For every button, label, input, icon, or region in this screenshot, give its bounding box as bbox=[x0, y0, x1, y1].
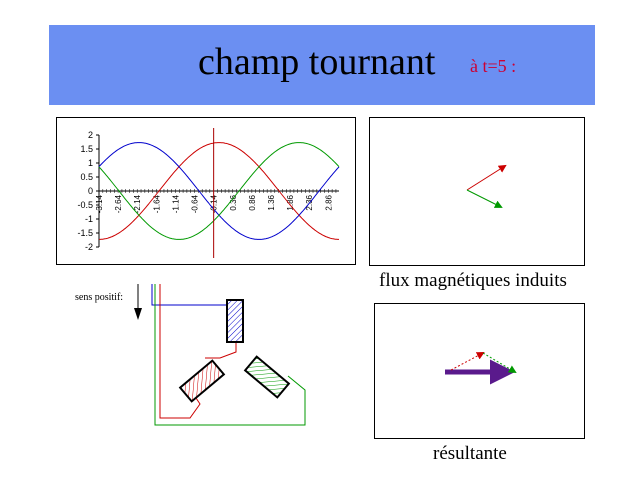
resultant-component-red bbox=[450, 352, 485, 371]
x-tick-label: -3.14 bbox=[95, 194, 104, 213]
time-label: à t=5 : bbox=[470, 56, 517, 76]
resultant-vectors bbox=[445, 352, 517, 385]
resultant-panel bbox=[374, 303, 585, 439]
y-tick-label: 1 bbox=[88, 158, 93, 168]
wire-link bbox=[205, 342, 237, 359]
y-tick-label: -0.5 bbox=[77, 200, 93, 210]
phase-graph-panel: 2 1.5 1 0.5 0 -0.5 -1 -1.5 -2 -3.14 -2.64 -2.14 -1.6… bbox=[56, 117, 356, 265]
x-tick-label: 1.36 bbox=[267, 194, 276, 210]
x-tick-label: -2.14 bbox=[133, 194, 142, 213]
coil-phase-1 bbox=[178, 359, 226, 403]
x-tick-label: -1.64 bbox=[152, 194, 161, 213]
positive-direction-label: sens positif: bbox=[75, 292, 124, 303]
x-tick-label: -1.14 bbox=[171, 194, 180, 213]
y-tick-label: -2 bbox=[85, 242, 93, 252]
series-line-3 bbox=[98, 142, 340, 240]
x-tick-label: 1.86 bbox=[286, 194, 295, 210]
resultant-component-green bbox=[482, 352, 517, 374]
x-tick-label: 0.36 bbox=[229, 194, 238, 210]
x-tick-label: 0.86 bbox=[248, 194, 257, 210]
resultant-caption: résultante bbox=[433, 443, 507, 464]
y-tick-label: -1 bbox=[85, 214, 93, 224]
flux-vector-phase-1 bbox=[466, 164, 507, 191]
flux-caption: flux magnétiques induits bbox=[379, 270, 567, 291]
wire-phase-1 bbox=[159, 284, 201, 419]
title-banner bbox=[49, 25, 595, 105]
y-tick-label: 0 bbox=[88, 186, 93, 196]
y-tick-label: 1.5 bbox=[80, 144, 93, 154]
coil-phase-2 bbox=[226, 299, 244, 343]
wire-phase-2 bbox=[151, 284, 228, 306]
x-tick-label: -2.64 bbox=[114, 194, 123, 213]
y-tick-label: 2 bbox=[88, 130, 93, 140]
flux-vectors bbox=[466, 164, 507, 208]
x-tick-label: -0.64 bbox=[191, 194, 200, 213]
coil-diagram bbox=[134, 284, 306, 426]
flux-vectors-panel bbox=[369, 117, 585, 266]
phase-chart: 2 1.5 1 0.5 0 -0.5 -1 -1.5 -2 -3.14 -2.64 -2.14 -1.6… bbox=[77, 128, 340, 258]
direction-arrowhead bbox=[134, 308, 142, 320]
coil-phase-3 bbox=[243, 355, 291, 399]
wire-phase-3 bbox=[154, 284, 306, 426]
y-tick-label: -1.5 bbox=[77, 228, 93, 238]
y-tick-label: 0.5 bbox=[80, 172, 93, 182]
flux-vector-phase-3 bbox=[466, 189, 503, 208]
page-title: champ tournant bbox=[198, 41, 436, 83]
x-tick-label: 2.86 bbox=[324, 194, 333, 210]
